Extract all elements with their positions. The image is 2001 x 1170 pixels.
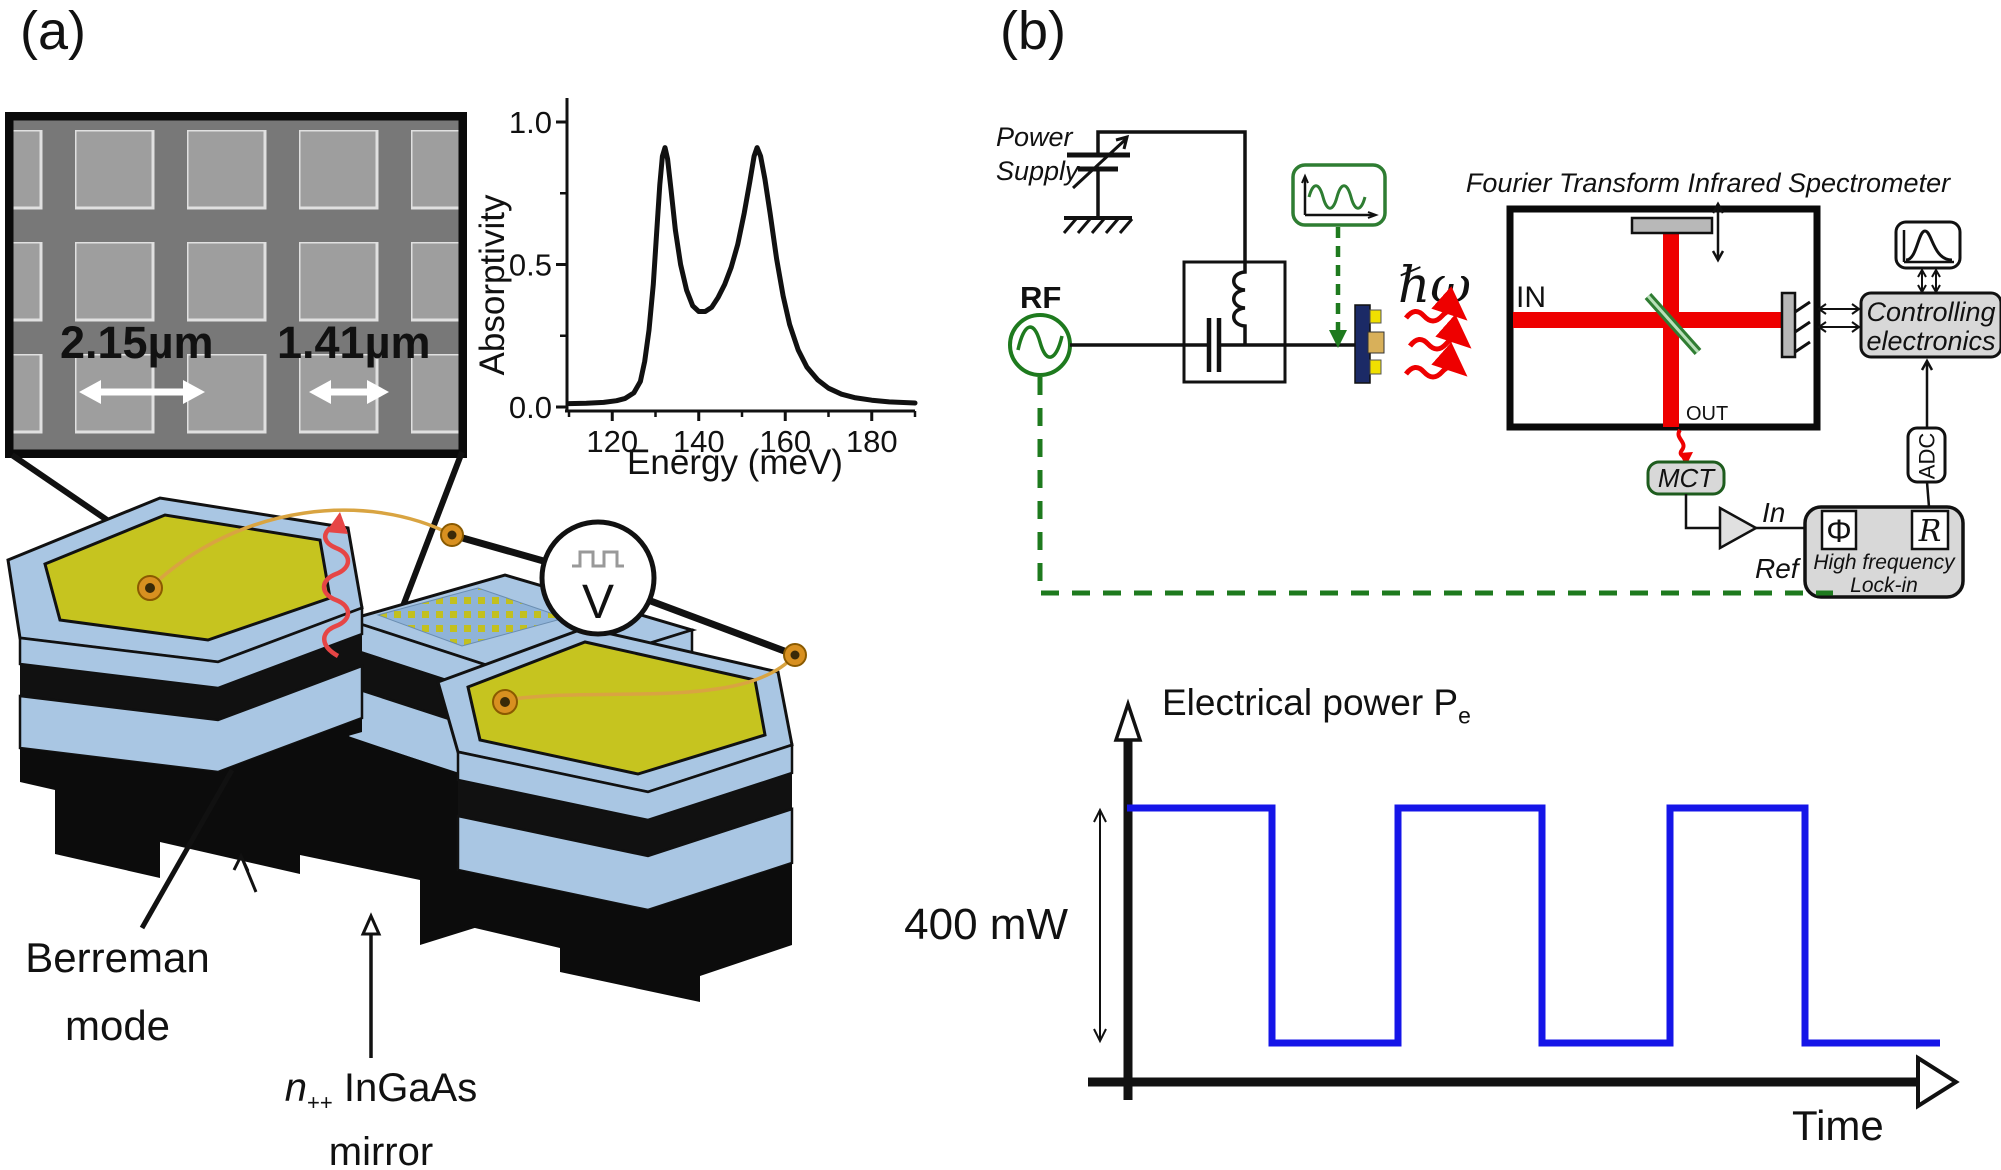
adc-box: ADC bbox=[1906, 426, 1947, 484]
svg-text:High frequency: High frequency bbox=[1813, 551, 1956, 574]
fixed-mirror-hatching bbox=[1794, 300, 1811, 354]
ftir-out-label: OUT bbox=[1686, 403, 1728, 425]
x-tick-label: 160 bbox=[759, 424, 811, 459]
rf-source-label: RF bbox=[1020, 280, 1061, 315]
y-tick-label: 0.0 bbox=[509, 390, 552, 425]
substrate-right bbox=[458, 863, 792, 1002]
ftir-title: Fourier Transform Infrared Spectrometer bbox=[1466, 168, 1951, 198]
x-axis-title: Energy (meV) bbox=[627, 443, 843, 482]
absorptivity-chart: Absorptivity Energy (meV) 120 140 160 180 0.… bbox=[473, 98, 918, 482]
sem-period-arrow bbox=[79, 380, 205, 404]
x-tick-label: 140 bbox=[673, 424, 725, 459]
bond-ball bbox=[137, 523, 807, 715]
lockin-phase-label: Φ bbox=[1826, 513, 1852, 549]
adc-arrow bbox=[1920, 358, 1934, 428]
x-axis-arrowhead bbox=[1916, 1054, 1960, 1110]
ground-icon bbox=[1062, 216, 1134, 234]
lockin-box: Φ R High frequency Lock-in bbox=[1803, 505, 1965, 599]
device-sample bbox=[1354, 304, 1385, 384]
sem-period-label: 2.15µm bbox=[60, 317, 214, 368]
rf-reference-dashed-line bbox=[1037, 377, 1833, 596]
photon-emission-arrow bbox=[321, 512, 351, 658]
berreman-mode-label: Berreman mode bbox=[25, 934, 210, 1050]
device-left-mesa bbox=[6, 496, 364, 774]
modulation-scope-icon bbox=[1291, 163, 1387, 227]
inductor-icon bbox=[1232, 266, 1247, 345]
x-tick-label: 120 bbox=[586, 424, 638, 459]
y-axis-arrowhead bbox=[1113, 698, 1143, 742]
wave-x-axis-label: Time bbox=[1792, 1102, 1884, 1149]
emitted-light-arrows bbox=[1404, 286, 1472, 380]
bias-tee bbox=[1070, 260, 1355, 384]
ftir-in-label: IN bbox=[1516, 281, 1546, 314]
amplifier-icon bbox=[1718, 505, 1759, 551]
power-supply-label-2: Supply bbox=[996, 156, 1080, 186]
bond-wire-right bbox=[506, 653, 797, 702]
sem-inset-image: 2.15µm 1.41µm bbox=[5, 112, 467, 458]
sem-size-label: 1.41µm bbox=[277, 317, 431, 368]
control-display-arrows bbox=[1917, 267, 1941, 295]
svg-text:ADC: ADC bbox=[1915, 433, 1940, 480]
variable-dc-source-icon bbox=[1067, 130, 1247, 266]
right-contact-pad bbox=[466, 640, 767, 776]
pulsed-voltage-source: V bbox=[539, 519, 657, 637]
fixed-mirror bbox=[1780, 291, 1797, 359]
square-wave-icon bbox=[572, 550, 624, 568]
mirror-pointer-arrow bbox=[360, 912, 382, 1058]
ftir-spectrometer: IN OUT bbox=[1506, 201, 1821, 431]
chart-plot-area: 120 140 160 180 0.0 0.5 1.0 bbox=[509, 105, 918, 459]
modulation-arrow bbox=[1329, 227, 1347, 348]
svg-text:electronics: electronics bbox=[1866, 326, 1995, 356]
device-right-mesa bbox=[436, 626, 794, 912]
lead-left bbox=[451, 531, 548, 566]
lockin-ref-label: Ref bbox=[1755, 553, 1802, 584]
sem-size-arrow bbox=[309, 380, 389, 404]
berreman-pointer-line bbox=[139, 768, 235, 930]
photon-energy-label: ℏω bbox=[1398, 256, 1471, 314]
lead-right bbox=[646, 596, 797, 659]
out-beam-to-detector bbox=[1676, 428, 1693, 466]
ftir-control-arrows bbox=[1817, 303, 1861, 333]
rf-source-icon bbox=[1008, 313, 1072, 377]
substrate-left bbox=[20, 718, 532, 945]
panel-b-label: (b) bbox=[1000, 1, 1066, 61]
ingaas-mirror-label: n++ InGaAs mirror bbox=[284, 1066, 478, 1170]
y-tick-label: 1.0 bbox=[509, 105, 552, 140]
berreman-mode-arrow bbox=[232, 852, 258, 893]
voltage-source-label: V bbox=[582, 576, 614, 629]
mirror-scan-arrow bbox=[1711, 201, 1725, 263]
beamsplitter bbox=[1644, 293, 1702, 355]
mct-detector-box: MCT bbox=[1646, 460, 1726, 496]
absorptivity-curve bbox=[566, 145, 918, 407]
moving-mirror bbox=[1630, 216, 1714, 235]
wave-y-axis-label: Electrical power Pe bbox=[1162, 682, 1471, 729]
sem-inset-border bbox=[5, 112, 467, 458]
svg-text:MCT: MCT bbox=[1658, 463, 1716, 493]
power-supply-label-1: Power bbox=[996, 122, 1074, 152]
sem-patch-array bbox=[5, 112, 467, 458]
ir-beam-horizontal bbox=[1513, 312, 1787, 328]
svg-text:Controlling: Controlling bbox=[1866, 297, 1995, 327]
mct-amp-wire bbox=[1684, 494, 1720, 530]
y-tick-label: 0.5 bbox=[509, 248, 552, 283]
power-vs-time-plot bbox=[1088, 698, 1960, 1110]
wave-amplitude-label: 400 mW bbox=[904, 900, 1068, 949]
lockin-in-label: In bbox=[1762, 497, 1785, 528]
controlling-electronics-box: Controlling electronics bbox=[1859, 291, 2001, 359]
x-tick-label: 180 bbox=[846, 424, 898, 459]
adc-lockin-wire bbox=[1925, 481, 1931, 508]
square-wave-trace bbox=[1127, 804, 1940, 1047]
svg-text:Lock-in: Lock-in bbox=[1850, 574, 1918, 597]
y-axis-title: Absorptivity bbox=[473, 194, 512, 375]
amplitude-arrow bbox=[1093, 807, 1107, 1044]
panel-a-label: (a) bbox=[20, 1, 86, 61]
experimental-setup-circuit: Power Supply RF bbox=[996, 122, 2001, 599]
spectrum-display-icon bbox=[1894, 220, 1962, 270]
bond-wire-left bbox=[148, 508, 453, 590]
device-schematic: V bbox=[6, 450, 807, 1058]
lockin-magnitude-label: R bbox=[1918, 514, 1942, 549]
